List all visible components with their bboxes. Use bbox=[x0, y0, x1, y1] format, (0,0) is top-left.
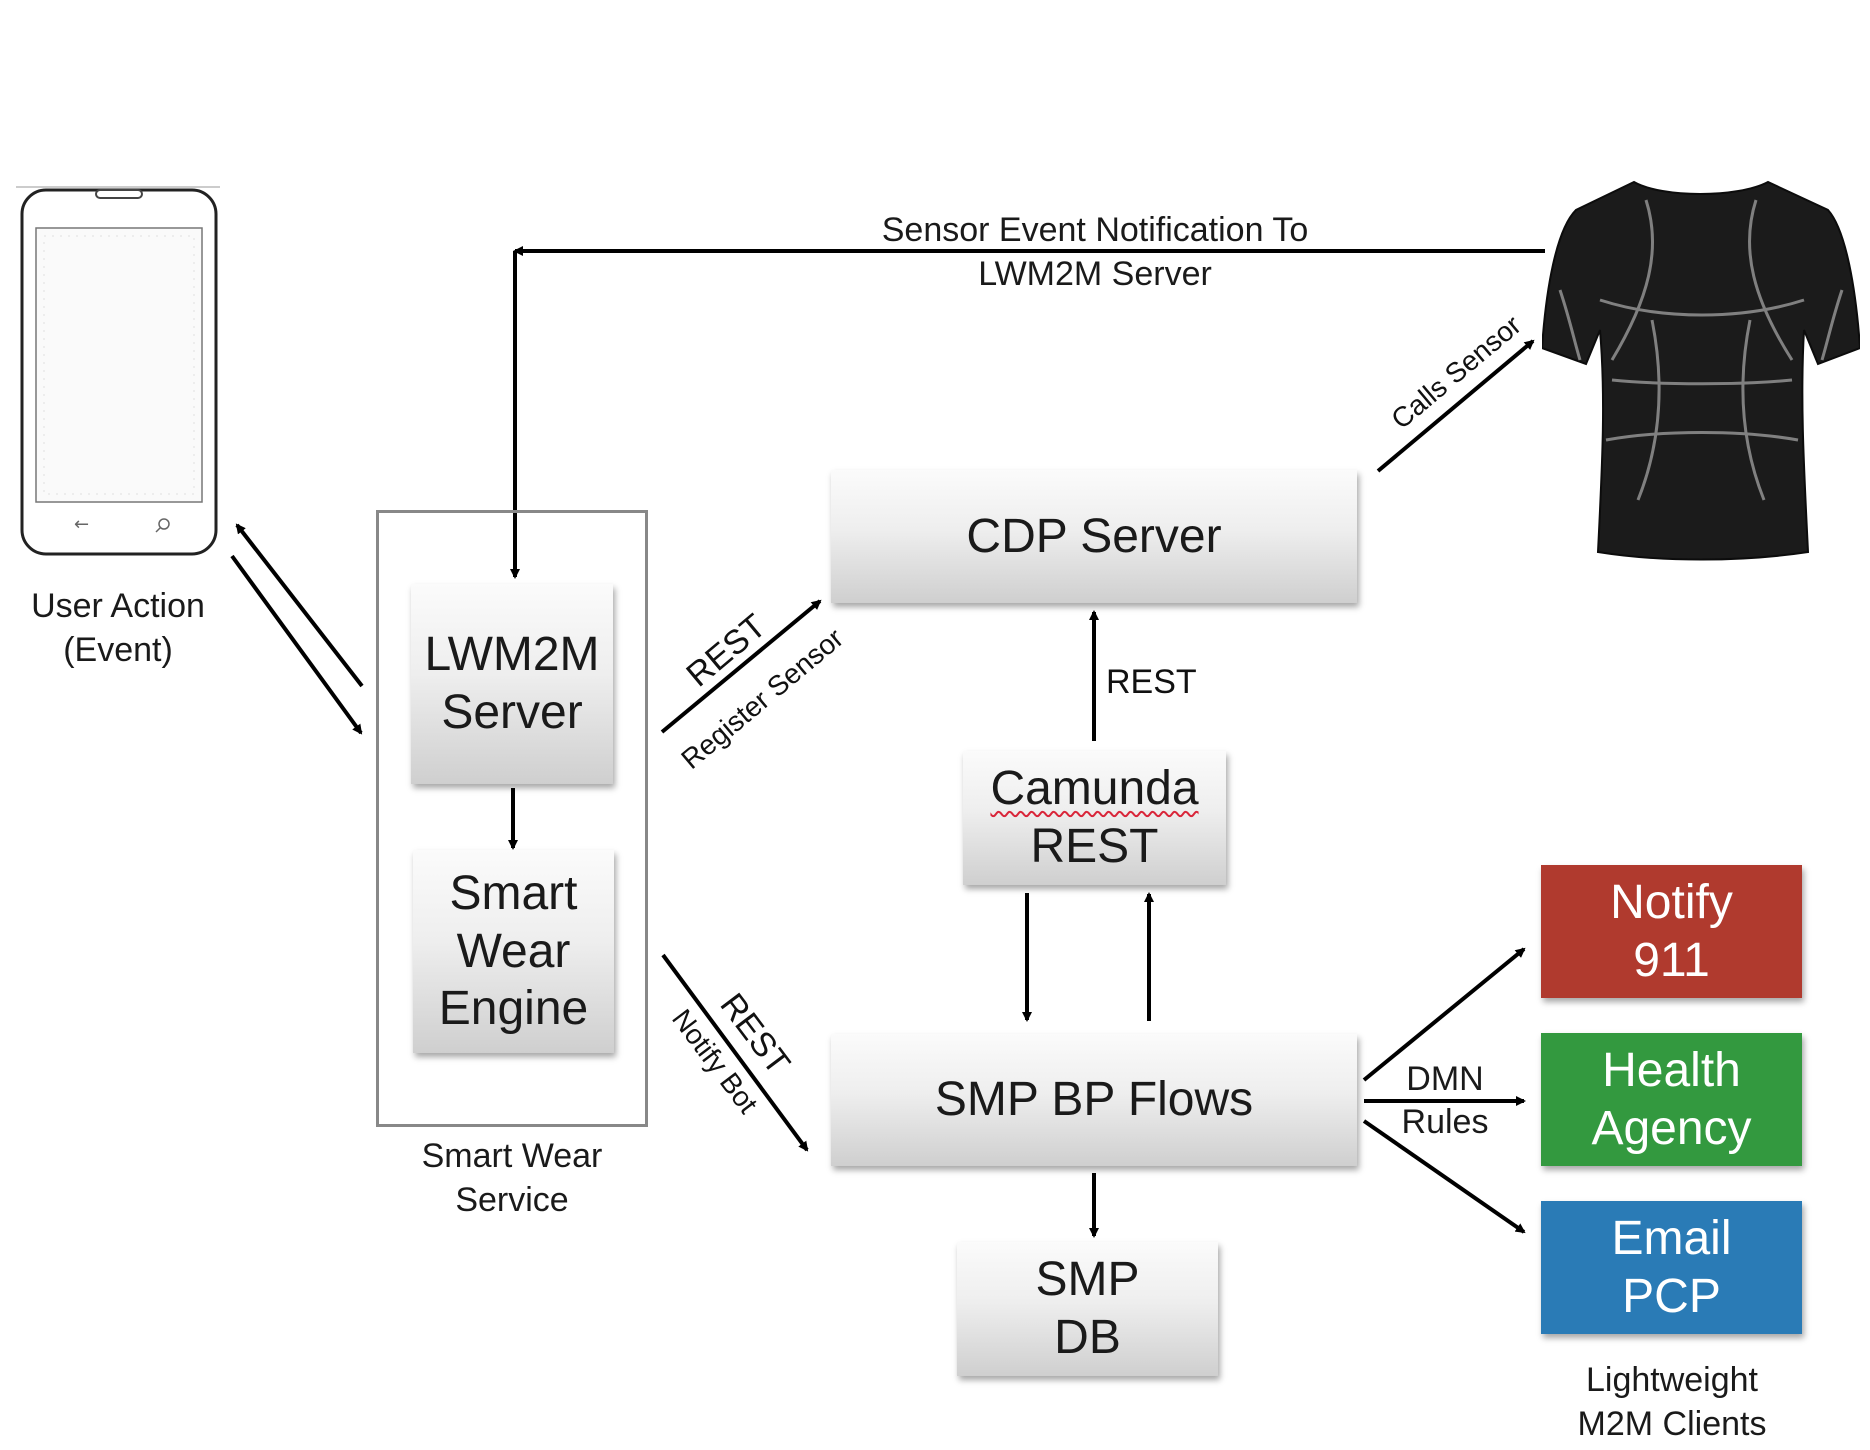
sensor-event-line-2: LWM2M Server bbox=[978, 255, 1212, 294]
camunda-label-1: Camunda bbox=[990, 762, 1199, 816]
user-action-line-1: User Action bbox=[31, 587, 205, 625]
mobile-phone-wireframe-icon: ← bbox=[16, 186, 220, 556]
lwm2m-server-node[interactable]: LWM2M Server bbox=[411, 584, 613, 784]
lightweight-clients-caption: Lightweight M2M Clients bbox=[1546, 1358, 1798, 1446]
dmn-rules-label: DMN Rules bbox=[1380, 1058, 1510, 1143]
email-pcp-node[interactable]: Email PCP bbox=[1541, 1201, 1802, 1334]
lwm2m-server-label-1: LWM2M bbox=[424, 628, 600, 682]
svg-text:←: ← bbox=[74, 514, 89, 535]
dmn-rules-line-2: Rules bbox=[1401, 1102, 1489, 1141]
arrow-to-email bbox=[1362, 1119, 1526, 1234]
engine-label-2: Wear bbox=[456, 924, 571, 978]
service-caption-line-1: Smart Wear bbox=[421, 1137, 603, 1175]
arrow-service-to-phone bbox=[235, 523, 364, 688]
smart-wear-service-group bbox=[376, 510, 648, 1127]
notify-label-1: Notify bbox=[1610, 875, 1733, 929]
smart-wear-engine-node[interactable]: Smart Wear Engine bbox=[413, 850, 614, 1053]
user-action-caption: User Action (Event) bbox=[0, 584, 236, 672]
arrow-phone-to-service bbox=[230, 554, 363, 735]
sensor-event-line-1: Sensor Event Notification To bbox=[881, 211, 1309, 249]
smp-db-label-1: SMP bbox=[1035, 1253, 1140, 1307]
arrow-register-sensor bbox=[660, 599, 822, 734]
health-agency-node[interactable]: Health Agency bbox=[1541, 1033, 1802, 1166]
email-label-1: Email bbox=[1611, 1211, 1732, 1265]
arrow-to-notify bbox=[1362, 947, 1526, 1082]
clients-caption-line-2: M2M Clients bbox=[1577, 1405, 1767, 1444]
sensor-event-label: Sensor Event Notification To LWM2M Serve… bbox=[835, 208, 1355, 296]
notify-label-2: 911 bbox=[1633, 933, 1710, 987]
service-caption-line-2: Service bbox=[455, 1181, 569, 1220]
lwm2m-server-label-2: Server bbox=[441, 686, 583, 739]
smp-bp-flows-label: SMP BP Flows bbox=[934, 1073, 1254, 1127]
clients-caption-line-1: Lightweight bbox=[1585, 1361, 1758, 1399]
arrow-notify-bot bbox=[661, 953, 809, 1152]
camunda-label-2: REST bbox=[1030, 820, 1159, 873]
rest-camunda-label: REST bbox=[1106, 663, 1197, 701]
cdp-server-label: CDP Server bbox=[966, 509, 1222, 563]
smart-shirt-image bbox=[1542, 180, 1860, 561]
camunda-rest-node[interactable]: Camunda REST bbox=[963, 751, 1226, 885]
engine-label-3: Engine bbox=[438, 982, 589, 1036]
notify-911-node[interactable]: Notify 911 bbox=[1541, 865, 1802, 998]
health-label-1: Health bbox=[1602, 1043, 1741, 1097]
smp-bp-flows-node[interactable]: SMP BP Flows bbox=[831, 1034, 1357, 1166]
engine-label-1: Smart bbox=[449, 867, 578, 921]
smart-wear-service-caption: Smart Wear Service bbox=[392, 1134, 632, 1222]
smp-db-label-2: DB bbox=[1054, 1311, 1121, 1364]
health-label-2: Agency bbox=[1591, 1101, 1752, 1155]
dmn-rules-line-1: DMN bbox=[1406, 1060, 1484, 1098]
email-label-2: PCP bbox=[1622, 1269, 1721, 1323]
arrow-calls-sensor bbox=[1376, 339, 1535, 473]
cdp-server-node[interactable]: CDP Server bbox=[831, 470, 1357, 603]
user-action-line-2: (Event) bbox=[63, 631, 173, 670]
smp-db-node[interactable]: SMP DB bbox=[957, 1242, 1218, 1376]
